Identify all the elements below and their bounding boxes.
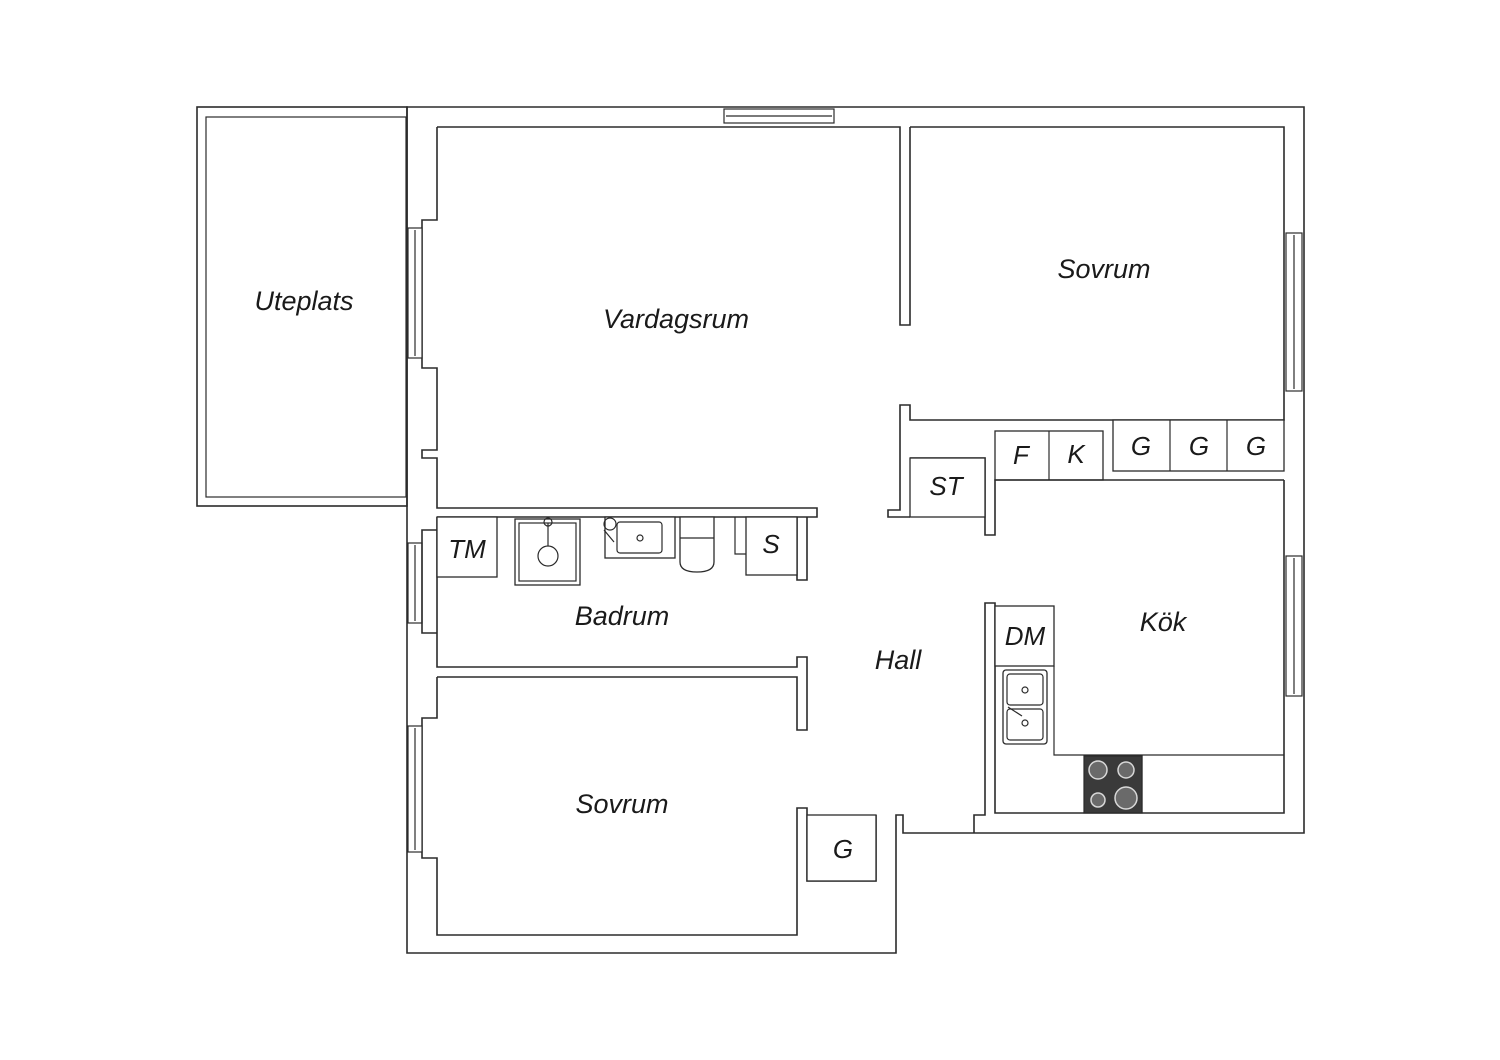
window-top <box>723 108 835 124</box>
label-g-2: G <box>1189 431 1209 461</box>
washing-machine-box <box>436 516 498 578</box>
window-living-left <box>407 227 423 359</box>
window-kitchen-right <box>1285 555 1303 697</box>
label-sovrum-bottom: Sovrum <box>575 789 668 819</box>
wardrobe-g-box <box>806 814 877 882</box>
window-bathroom-left <box>407 542 423 624</box>
bathroom-walls <box>436 517 808 731</box>
exterior-wall-outer <box>406 106 1305 954</box>
label-sovrum-top: Sovrum <box>1057 254 1150 284</box>
kitchen-walls <box>973 480 1285 833</box>
label-g-3: G <box>1246 431 1266 461</box>
toilet <box>679 516 715 573</box>
washbasin <box>603 516 676 559</box>
window-bedroom-right <box>1285 232 1303 392</box>
storage-row <box>994 419 1285 481</box>
shower <box>514 517 581 586</box>
living-room-walls <box>437 126 911 326</box>
label-st: ST <box>929 471 964 501</box>
window-bedroom-left <box>407 725 423 853</box>
stove-hob <box>1083 755 1143 814</box>
label-g-1: G <box>1131 431 1151 461</box>
bedroom-top-walls <box>887 126 1285 518</box>
cabinet-s-box <box>745 516 798 576</box>
label-uteplats: Uteplats <box>254 286 353 316</box>
label-g-hall: G <box>833 834 853 864</box>
label-f: F <box>1013 440 1031 470</box>
label-vardagsrum: Vardagsrum <box>603 304 749 334</box>
label-s: S <box>762 529 780 559</box>
label-tm: TM <box>448 534 486 564</box>
label-kok: Kök <box>1140 607 1188 637</box>
kitchen-sink <box>1002 669 1048 745</box>
label-hall: Hall <box>875 645 923 675</box>
label-dm: DM <box>1005 621 1046 651</box>
label-badrum: Badrum <box>575 601 670 631</box>
label-k: K <box>1067 439 1086 469</box>
